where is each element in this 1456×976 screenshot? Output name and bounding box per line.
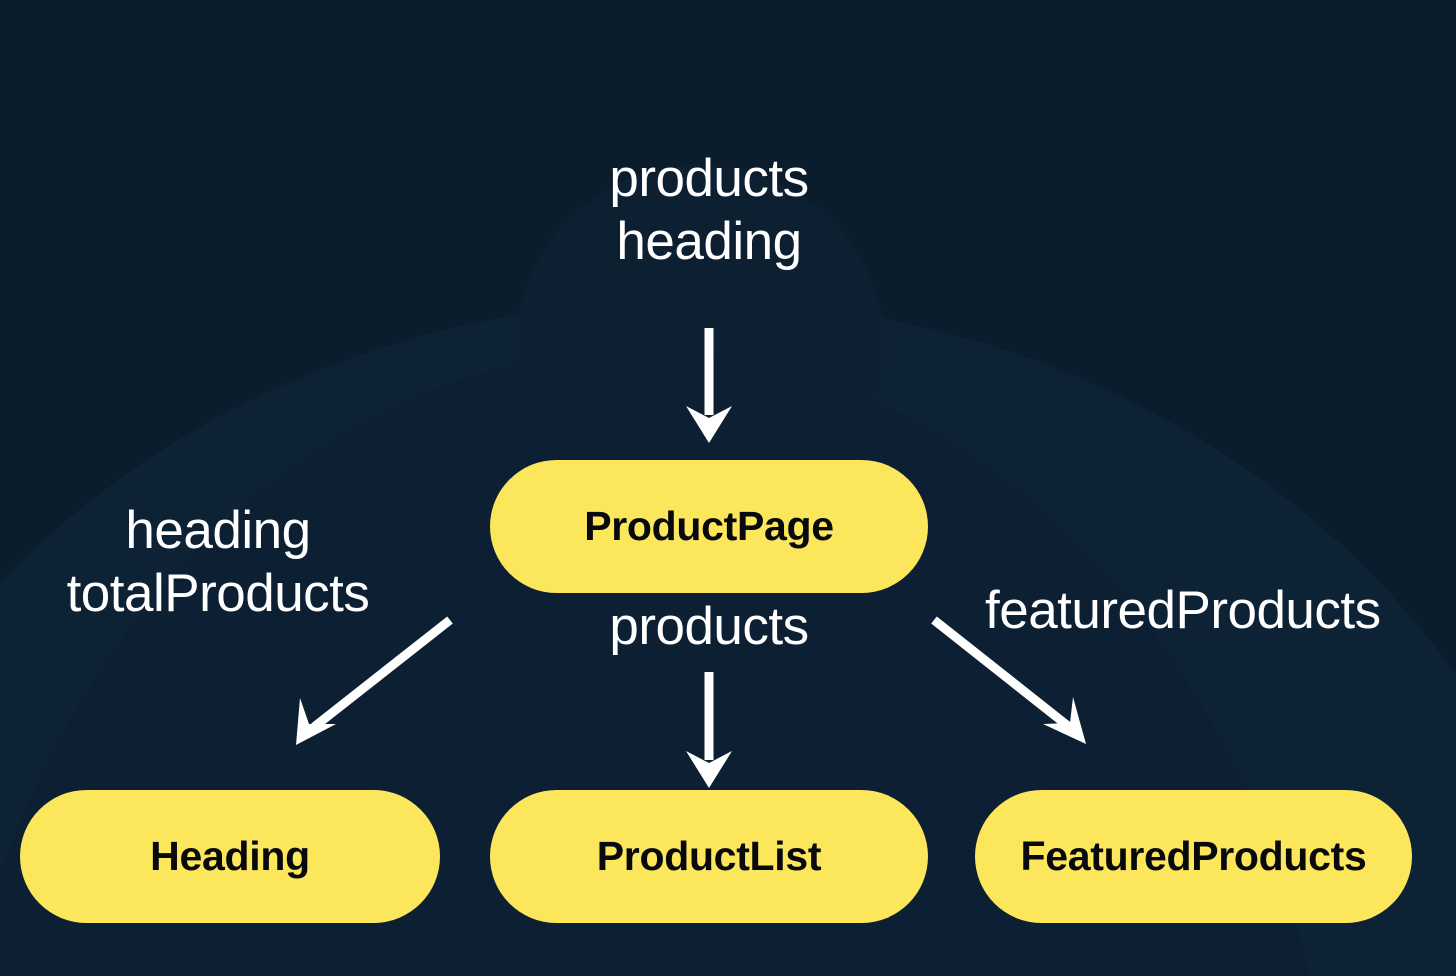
node-heading-label: Heading <box>150 833 310 879</box>
node-productlist-label: ProductList <box>596 833 822 879</box>
prop-label-productpage-to-productlist: products <box>609 596 809 659</box>
prop-label-into-productpage: products heading <box>609 148 809 273</box>
arrowhead-productpage-to-productlist <box>686 751 732 788</box>
arrowhead-into-productpage <box>686 406 732 443</box>
arrowhead-productpage-to-featuredproducts <box>1043 697 1086 744</box>
arrow-productpage-to-heading-shaft <box>311 616 453 731</box>
prop-label-productpage-to-heading: heading totalProducts <box>67 500 370 625</box>
prop-label-heading-top: heading <box>616 211 802 271</box>
node-productpage[interactable]: ProductPage <box>490 460 928 593</box>
prop-label-totalproducts-left: totalProducts <box>66 563 370 623</box>
node-productpage-label: ProductPage <box>584 503 834 549</box>
node-featuredproducts-label: FeaturedProducts <box>1020 833 1367 879</box>
node-featuredproducts[interactable]: FeaturedProducts <box>975 790 1412 923</box>
prop-label-heading-left: heading <box>125 501 311 560</box>
node-heading[interactable]: Heading <box>20 790 440 923</box>
prop-label-productpage-to-featuredproducts: featuredProducts <box>985 580 1381 643</box>
node-productlist[interactable]: ProductList <box>490 790 928 923</box>
prop-label-products-top: products <box>609 149 809 208</box>
prop-label-featuredproducts-right: featuredProducts <box>985 581 1381 640</box>
prop-label-products-center: products <box>609 597 809 656</box>
arrowhead-productpage-to-heading <box>296 698 336 745</box>
